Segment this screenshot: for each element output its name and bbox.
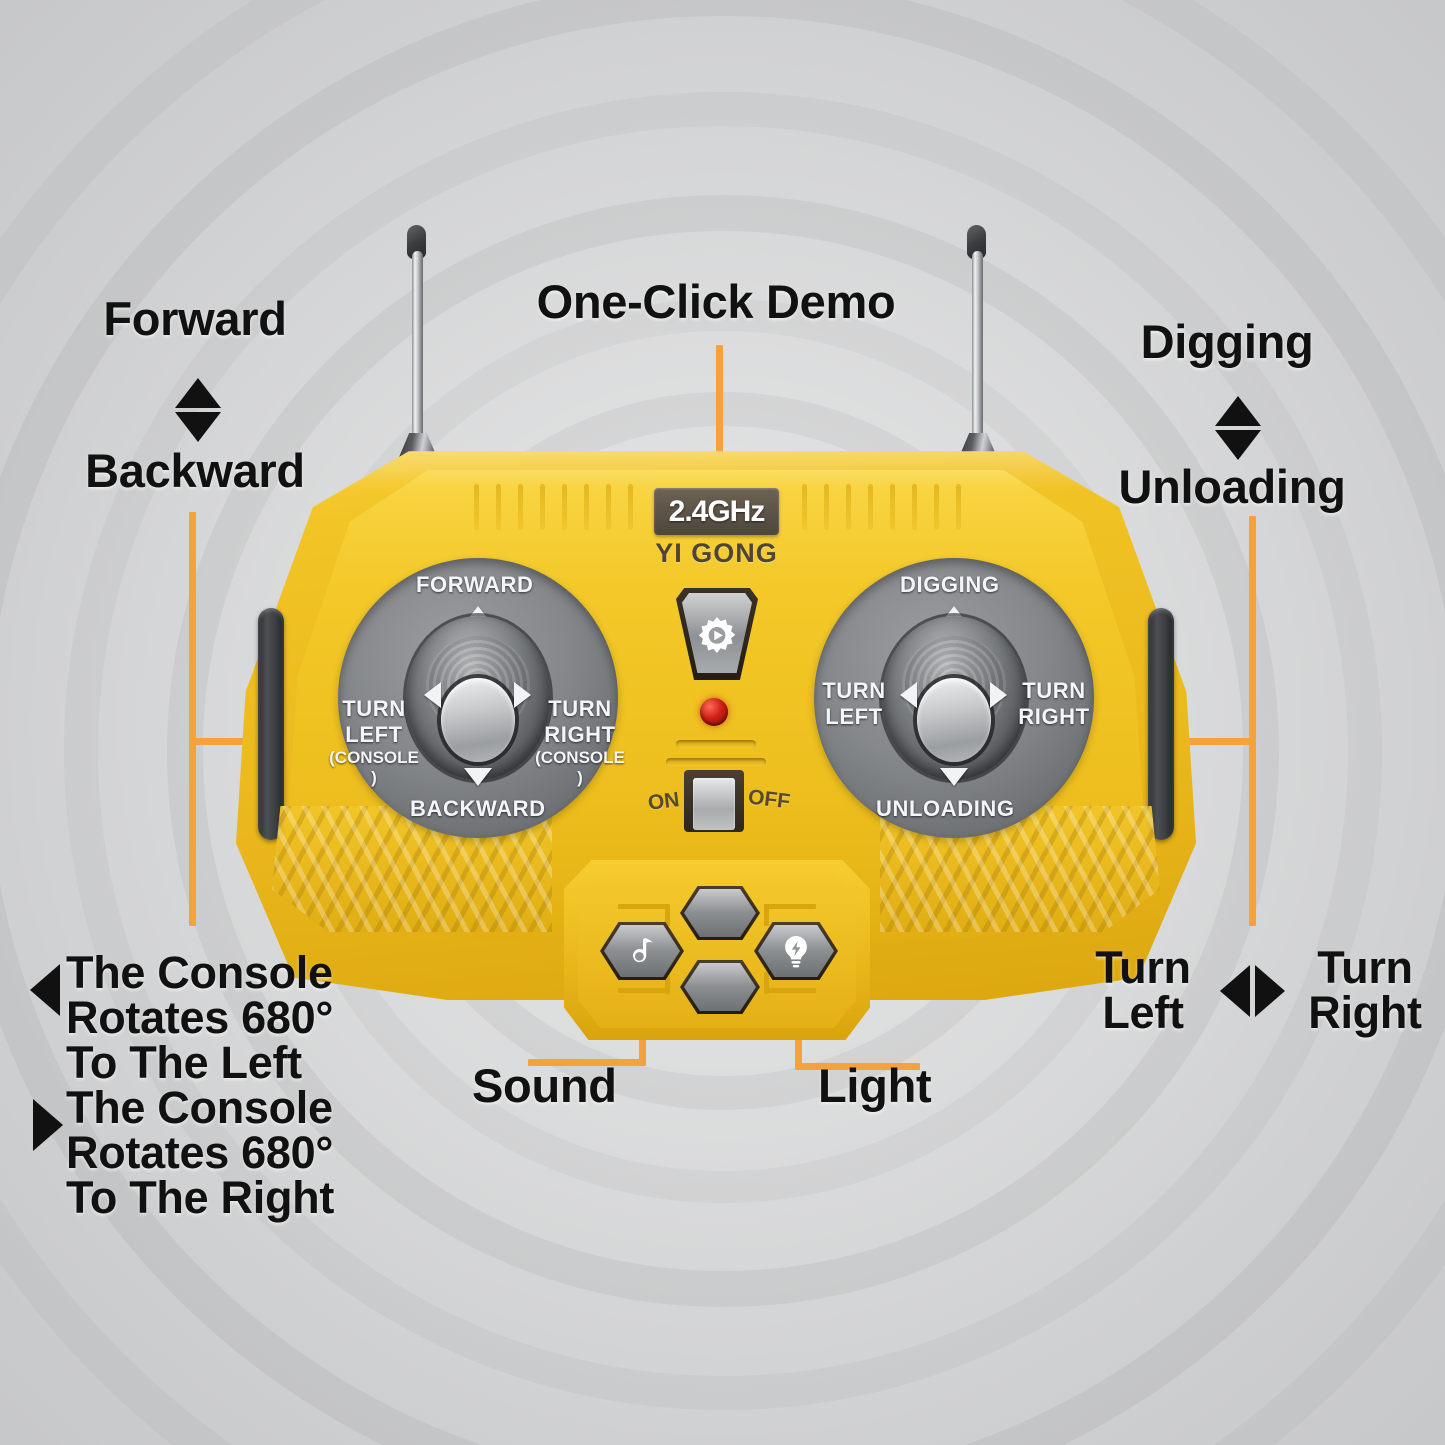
pod-tick-6 (764, 904, 769, 926)
frequency-badge-text: 2.4GHz (668, 494, 766, 528)
power-switch[interactable] (684, 770, 744, 832)
annotation-console-left: The Console Rotates 680° To The Left (66, 947, 334, 1088)
right-joystick-right-label: TURN RIGHT (1018, 678, 1090, 729)
leader-line-left-vertical (189, 512, 196, 926)
left-joystick-right-sub: (CONSOLE ) (535, 748, 625, 787)
leader-line-right-vertical (1249, 516, 1256, 926)
music-note-icon (633, 938, 653, 963)
left-joystick-down-arrow (464, 768, 492, 786)
pod-tick-1 (618, 904, 670, 909)
left-joystick-down-label: BACKWARD (410, 796, 546, 821)
bottom-blank-button[interactable] (684, 963, 756, 1011)
triangle-right-icon (1255, 965, 1285, 1017)
side-grip-rail-right (1148, 608, 1174, 840)
status-led (700, 698, 728, 726)
function-button-pod (564, 860, 870, 1040)
top-blank-button[interactable] (684, 889, 756, 937)
triangle-down-icon (175, 412, 221, 442)
annotation-unloading: Unloading (1118, 460, 1346, 513)
brand-name: YI GONG (655, 538, 778, 568)
pod-tick-5 (764, 904, 816, 909)
power-switch-on-label: ON (646, 788, 681, 815)
right-joystick-right-arrow (990, 682, 1007, 708)
annotation-light: Light (818, 1059, 932, 1112)
triangle-down-icon (1215, 430, 1261, 460)
left-joystick-right-label: TURN RIGHT (CONSOLE ) (530, 670, 630, 814)
frequency-badge: 2.4GHz (654, 488, 779, 535)
lightbulb-icon (785, 936, 807, 968)
annotation-backward: Backward (85, 444, 305, 497)
leader-line-light-horizontal (795, 1063, 920, 1070)
rc-transmitter: 2.4GHz YI GONG ON (236, 225, 1196, 1040)
triangle-up-icon (1215, 396, 1261, 426)
side-grip-rail-left (258, 608, 284, 840)
right-joystick-down-arrow (940, 768, 968, 786)
left-joystick-cap[interactable] (441, 678, 515, 763)
power-switch-off-label: OFF (746, 785, 792, 814)
triangle-right-icon (33, 1099, 63, 1151)
left-joystick-up-label: FORWARD (416, 572, 534, 597)
right-joystick[interactable]: DIGGING TURN LEFT TURN RIGHT UNLOADING (802, 546, 1106, 850)
triangle-up-icon (175, 378, 221, 408)
annotation-forward: Forward (103, 292, 287, 345)
arrow-turn-left-right (1220, 965, 1285, 1017)
pod-tick-4 (665, 972, 670, 994)
pod-tick-7 (764, 988, 816, 993)
annotation-digging: Digging (1140, 315, 1314, 368)
leader-line-sound-horizontal (528, 1059, 646, 1066)
vent-group-left (474, 484, 674, 530)
triangle-left-icon (1220, 965, 1250, 1017)
pod-tick-3 (618, 988, 670, 993)
right-joystick-left-arrow (900, 682, 917, 708)
light-button[interactable] (758, 925, 834, 977)
annotation-one-click-demo: One-Click Demo (536, 275, 896, 328)
left-joystick[interactable]: FORWARD TURN LEFT (CONSOLE ) TURN RIGHT … (326, 546, 630, 850)
pod-tick-8 (764, 972, 769, 994)
sound-button[interactable] (604, 925, 680, 977)
annotation-turn-right: Turn Right (1308, 942, 1422, 1038)
right-joystick-left-label: TURN LEFT (822, 678, 886, 729)
right-joystick-up-label: DIGGING (900, 572, 1000, 597)
left-joystick-left-label: TURN LEFT (CONSOLE ) (326, 670, 422, 814)
left-joystick-right-arrow (514, 682, 531, 708)
right-joystick-down-label: UNLOADING (876, 796, 1015, 821)
pod-tick-2 (665, 904, 670, 926)
triangle-left-icon (30, 964, 60, 1016)
gear-play-icon (698, 616, 736, 653)
annotation-sound: Sound (472, 1059, 617, 1112)
speaker-slot-2 (666, 758, 766, 766)
power-switch-knob[interactable] (693, 778, 735, 830)
speaker-slot-1 (676, 740, 756, 748)
left-joystick-left-arrow (424, 682, 441, 708)
left-joystick-left-sub: (CONSOLE ) (329, 748, 419, 787)
right-joystick-cap[interactable] (917, 678, 991, 763)
annotation-console-right: The Console Rotates 680° To The Right (66, 1082, 335, 1223)
vent-group-right (802, 484, 1002, 530)
annotation-turn-left: Turn Left (1095, 942, 1191, 1038)
